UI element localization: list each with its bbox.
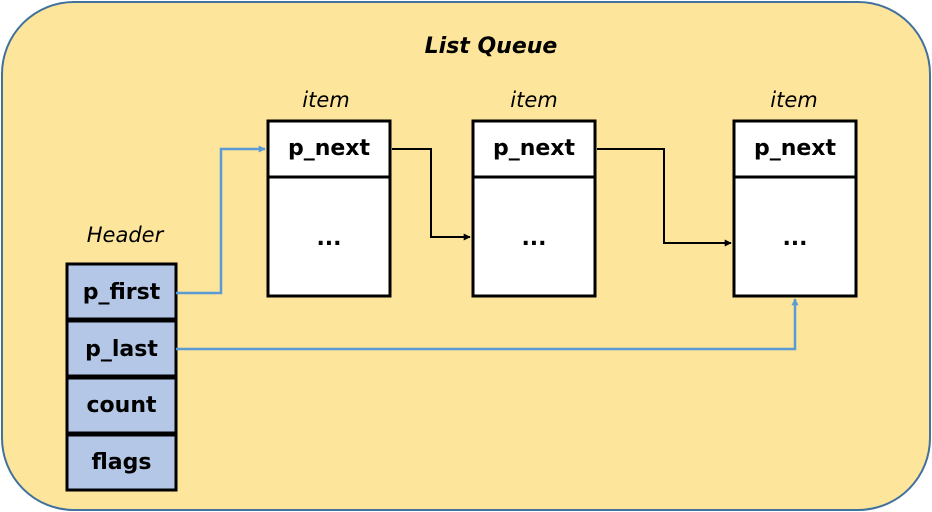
- item-1-next-label: p_next: [287, 136, 371, 161]
- header-cell-p-first: [65, 262, 178, 321]
- item-2-next-label: p_next: [492, 136, 576, 161]
- p-last-pointer-arrow: [176, 298, 799, 351]
- header-field-p-last: p_last: [85, 337, 158, 362]
- item-1-box: [266, 119, 392, 298]
- header-cell-count: [65, 376, 178, 435]
- next-link-arrow-2: [597, 148, 732, 247]
- item-3-next-label: p_next: [753, 136, 837, 161]
- diagram-title: List Queue: [424, 34, 558, 59]
- header-cell-p-last: [65, 319, 178, 378]
- header-caption: Header: [86, 223, 164, 247]
- header-cell-flags: [65, 433, 178, 492]
- item-1-body-label: ...: [316, 226, 342, 251]
- header-field-p-first: p_first: [82, 280, 161, 305]
- item-3-body-label: ...: [782, 226, 808, 251]
- next-link-arrow-1: [392, 148, 471, 241]
- item-3-caption: item: [770, 88, 818, 112]
- p-first-pointer-arrow: [176, 145, 266, 295]
- item-1-caption: item: [302, 88, 350, 112]
- item-3-box: [732, 119, 858, 298]
- header-field-count: count: [86, 393, 157, 418]
- header-field-flags: flags: [91, 450, 152, 475]
- item-2-body-label: ...: [521, 226, 547, 251]
- item-2-caption: item: [510, 88, 558, 112]
- item-2-box: [471, 119, 597, 298]
